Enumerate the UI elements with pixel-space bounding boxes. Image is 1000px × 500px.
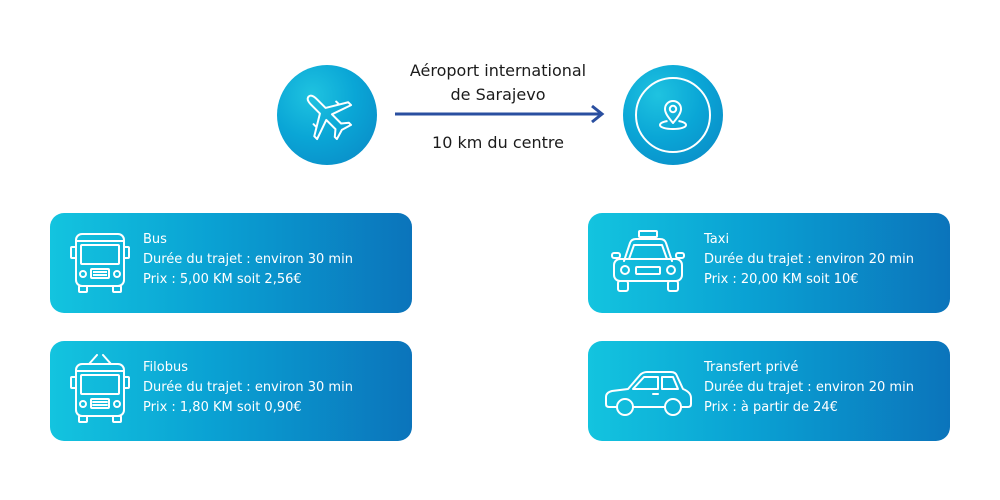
option-duration: Durée du trajet : environ 20 min <box>704 252 914 267</box>
airport-circle <box>277 65 377 165</box>
option-text-bus: Bus Durée du trajet : environ 30 min Pri… <box>143 230 353 290</box>
option-text-taxi: Taxi Durée du trajet : environ 20 min Pr… <box>704 230 914 290</box>
location-pin-icon <box>659 100 687 130</box>
option-card-transfer: Transfert privé Durée du trajet : enviro… <box>588 341 950 441</box>
option-duration: Durée du trajet : environ 20 min <box>704 380 914 395</box>
option-title: Filobus <box>143 360 188 375</box>
bus-icon <box>70 233 130 293</box>
trolleybus-icon <box>70 354 130 423</box>
option-text-filobus: Filobus Durée du trajet : environ 30 min… <box>143 358 353 418</box>
option-card-taxi: Taxi Durée du trajet : environ 20 min Pr… <box>588 213 950 313</box>
option-title: Bus <box>143 232 167 247</box>
option-duration: Durée du trajet : environ 30 min <box>143 252 353 267</box>
route-arrow <box>395 104 605 124</box>
airplane-icon <box>306 94 353 141</box>
option-duration: Durée du trajet : environ 30 min <box>143 380 353 395</box>
route-origin-label: Aéroport international de Sarajevo <box>388 59 608 107</box>
option-price: Prix : à partir de 24€ <box>704 400 838 415</box>
option-price: Prix : 20,00 KM soit 10€ <box>704 272 859 287</box>
option-card-filobus: Filobus Durée du trajet : environ 30 min… <box>50 341 412 441</box>
option-text-transfer: Transfert privé Durée du trajet : enviro… <box>704 358 914 418</box>
route-distance: 10 km du centre <box>432 133 564 152</box>
option-card-bus: Bus Durée du trajet : environ 30 min Pri… <box>50 213 412 313</box>
option-title: Taxi <box>704 232 730 247</box>
option-price: Prix : 1,80 KM soit 0,90€ <box>143 400 302 415</box>
taxi-icon <box>611 230 685 292</box>
option-price: Prix : 5,00 KM soit 2,56€ <box>143 272 302 287</box>
option-title: Transfert privé <box>704 360 799 375</box>
destination-circle <box>623 65 723 165</box>
route-origin-line-1: Aéroport international <box>409 61 587 80</box>
destination-ring <box>635 77 711 153</box>
route-origin-line-2: de Sarajevo <box>450 85 546 104</box>
car-icon <box>605 371 692 416</box>
